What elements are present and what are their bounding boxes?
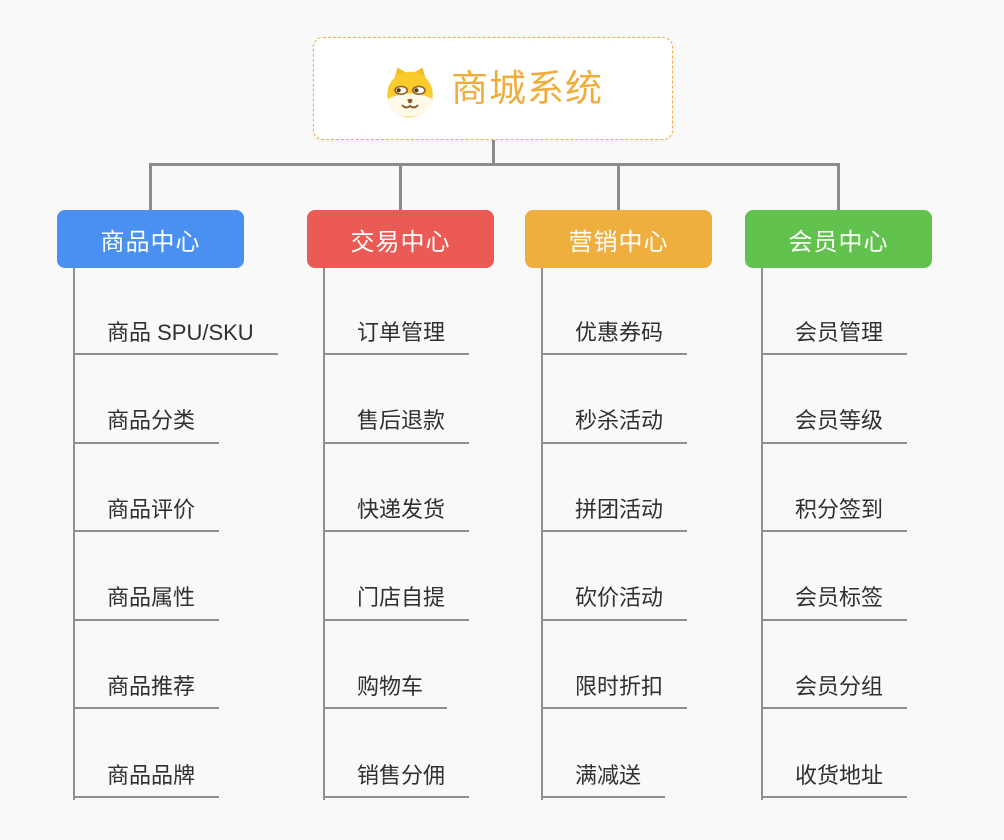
leaf-item[interactable]: 会员标签	[761, 532, 908, 621]
connector-drop-products	[149, 163, 152, 212]
connector-children-members	[761, 268, 763, 800]
leaf-item[interactable]: 砍价活动	[541, 532, 688, 621]
leaf-label: 商品分类	[73, 408, 220, 444]
leaf-label: 收货地址	[761, 763, 908, 798]
leaf-item[interactable]: 拼团活动	[541, 444, 688, 533]
leaf-item[interactable]: 会员分组	[761, 621, 908, 710]
leaf-label: 秒杀活动	[541, 408, 688, 444]
leaf-item[interactable]: 收货地址	[761, 709, 908, 798]
leaf-group-marketing: 优惠券码 秒杀活动 拼团活动 砍价活动 限时折扣 满减送	[541, 266, 688, 798]
leaf-label: 商品 SPU/SKU	[73, 320, 278, 355]
connector-drop-trade	[399, 163, 402, 212]
leaf-label: 商品推荐	[73, 674, 220, 710]
root-title: 商城系统	[451, 68, 603, 109]
leaf-group-members: 会员管理 会员等级 积分签到 会员标签 会员分组 收货地址	[761, 266, 908, 798]
leaf-label: 会员管理	[761, 320, 908, 355]
leaf-item[interactable]: 限时折扣	[541, 621, 688, 710]
leaf-item[interactable]: 快递发货	[323, 444, 470, 533]
leaf-item[interactable]: 优惠券码	[541, 266, 688, 355]
leaf-label: 满减送	[541, 763, 666, 798]
leaf-label: 拼团活动	[541, 497, 688, 533]
leaf-label: 优惠券码	[541, 320, 688, 355]
connector-drop-marketing	[617, 163, 620, 212]
leaf-item[interactable]: 商品 SPU/SKU	[73, 266, 278, 355]
connector-root-stub	[492, 140, 495, 166]
leaf-item[interactable]: 商品评价	[73, 444, 278, 533]
connector-children-marketing	[541, 268, 543, 800]
leaf-item[interactable]: 销售分佣	[323, 709, 470, 798]
leaf-item[interactable]: 售后退款	[323, 355, 470, 444]
leaf-group-products: 商品 SPU/SKU 商品分类 商品评价 商品属性 商品推荐 商品品牌	[73, 266, 278, 798]
connector-children-trade	[323, 268, 325, 800]
branch-node-marketing-center[interactable]: 营销中心	[525, 210, 712, 268]
leaf-item[interactable]: 商品推荐	[73, 621, 278, 710]
leaf-label: 会员等级	[761, 408, 908, 444]
leaf-item[interactable]: 积分签到	[761, 444, 908, 533]
connector-children-products	[73, 268, 75, 800]
leaf-label: 购物车	[323, 674, 448, 710]
leaf-item[interactable]: 商品分类	[73, 355, 278, 444]
leaf-label: 销售分佣	[323, 763, 470, 798]
connector-drop-members	[837, 163, 840, 212]
leaf-label: 门店自提	[323, 585, 470, 621]
leaf-label: 商品属性	[73, 585, 220, 621]
leaf-item[interactable]: 订单管理	[323, 266, 470, 355]
leaf-label: 售后退款	[323, 408, 470, 444]
leaf-item[interactable]: 会员管理	[761, 266, 908, 355]
leaf-item[interactable]: 秒杀活动	[541, 355, 688, 444]
leaf-label: 会员标签	[761, 585, 908, 621]
leaf-item[interactable]: 购物车	[323, 621, 469, 710]
branch-node-member-center[interactable]: 会员中心	[745, 210, 932, 268]
branch-node-trade-center[interactable]: 交易中心	[307, 210, 494, 268]
leaf-group-trade: 订单管理 售后退款 快递发货 门店自提 购物车 销售分佣	[323, 266, 470, 798]
branch-node-product-center[interactable]: 商品中心	[57, 210, 244, 268]
leaf-item[interactable]: 商品属性	[73, 532, 278, 621]
leaf-item[interactable]: 会员等级	[761, 355, 908, 444]
leaf-label: 商品评价	[73, 497, 220, 533]
connector-bus	[149, 163, 840, 166]
leaf-label: 商品品牌	[73, 763, 220, 798]
leaf-item[interactable]: 商品品牌	[73, 709, 278, 798]
dog-face-icon	[387, 67, 433, 117]
leaf-label: 积分签到	[761, 497, 908, 533]
leaf-label: 会员分组	[761, 674, 908, 710]
leaf-label: 快递发货	[323, 497, 470, 533]
leaf-label: 订单管理	[323, 320, 470, 355]
leaf-label: 砍价活动	[541, 585, 688, 621]
root-node-mall-system[interactable]: 商城系统	[313, 37, 673, 140]
leaf-item[interactable]: 门店自提	[323, 532, 470, 621]
leaf-item[interactable]: 满减送	[541, 709, 687, 798]
leaf-label: 限时折扣	[541, 674, 688, 710]
